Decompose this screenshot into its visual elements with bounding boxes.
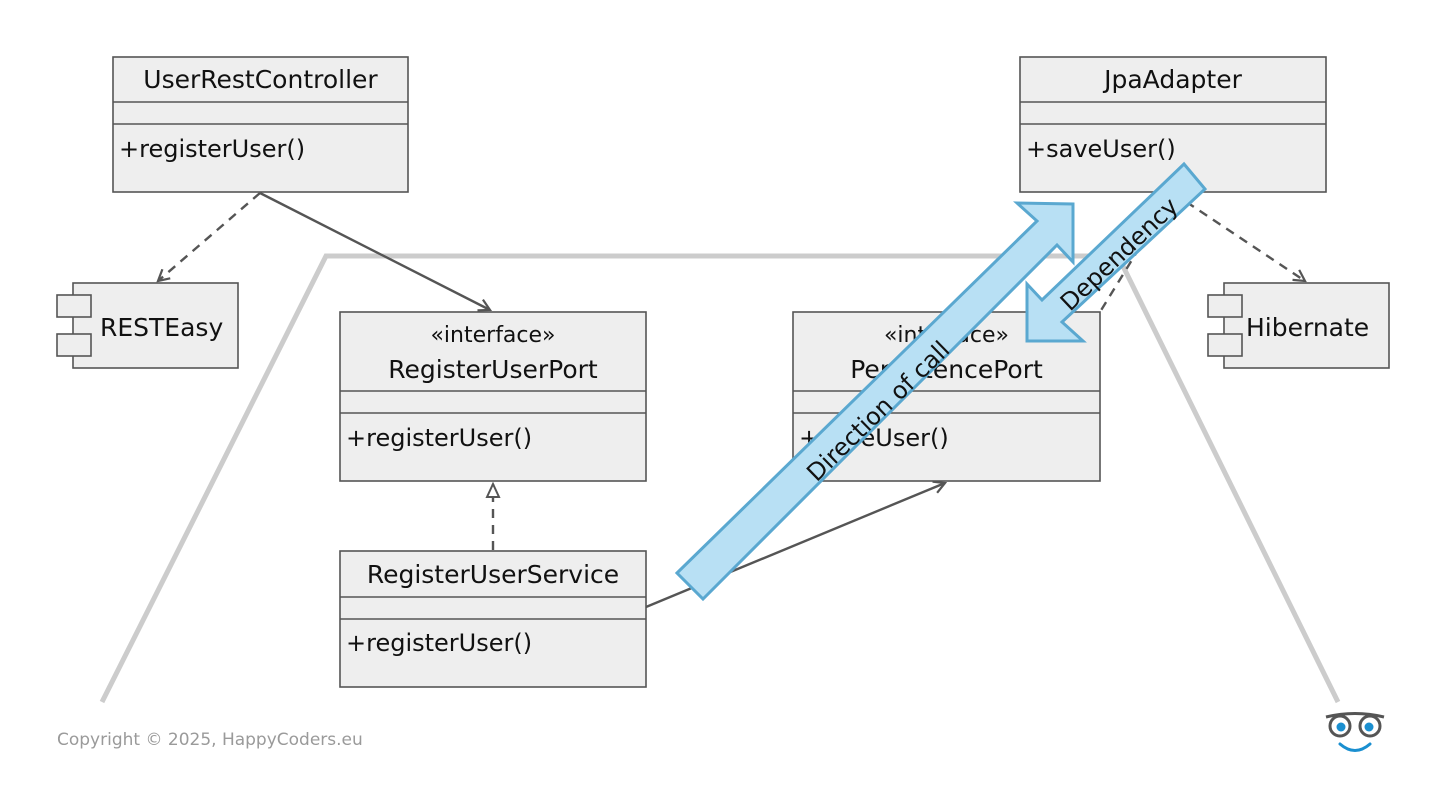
dependency-controller-to-resteasy <box>158 192 261 281</box>
component-label: RESTEasy <box>100 313 223 342</box>
class-method: +registerUser() <box>119 135 305 163</box>
component-resteasy: RESTEasy <box>56 282 239 369</box>
class-name: RegisterUserService <box>367 560 619 589</box>
class-user-rest-controller: UserRestController +registerUser() <box>112 56 409 193</box>
class-name: RegisterUserPort <box>388 355 598 384</box>
happycoders-logo <box>1325 712 1385 752</box>
component-label: Hibernate <box>1246 313 1369 342</box>
class-name: JpaAdapter <box>1102 65 1242 94</box>
component-hibernate: Hibernate <box>1207 282 1390 369</box>
class-register-user-service: RegisterUserService +registerUser() <box>339 550 647 688</box>
interface-register-user-port: «interface» RegisterUserPort +registerUs… <box>339 311 647 482</box>
class-jpa-adapter: JpaAdapter +saveUser() <box>1019 56 1327 193</box>
class-name: UserRestController <box>143 65 378 94</box>
class-method: +saveUser() <box>1026 135 1176 163</box>
class-method: +registerUser() <box>346 629 532 657</box>
dependency-adapter-to-hibernate <box>1172 192 1305 281</box>
application-core-hexagon <box>99 253 1341 704</box>
class-method: +registerUser() <box>346 424 532 452</box>
stereotype: «interface» <box>430 323 555 348</box>
copyright-text: Copyright © 2025, HappyCoders.eu <box>57 730 363 750</box>
association-controller-to-register-port <box>259 191 490 310</box>
